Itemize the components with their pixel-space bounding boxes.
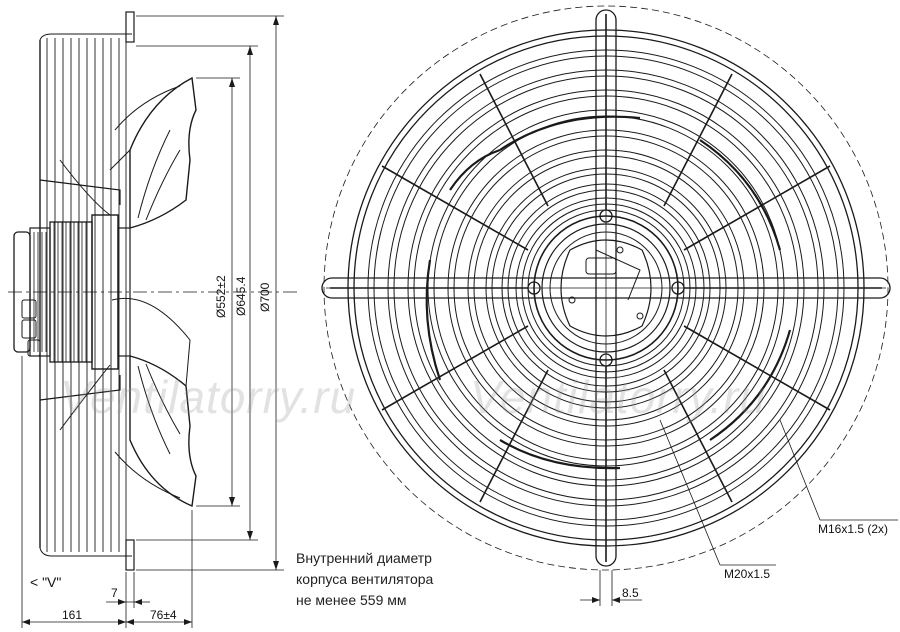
view-label: < "V": [30, 574, 62, 590]
watermark-left: Ventilatorry.ru: [60, 371, 357, 423]
note-line-2: корпуса вентилятора: [296, 571, 434, 587]
dim-161: 161: [62, 608, 83, 622]
watermark-right: Ventilatorry.ru: [470, 371, 767, 423]
label-m16: M16x1.5 (2x): [818, 522, 889, 536]
dim-76: 76±4: [150, 608, 177, 622]
dim-700: Ø700: [258, 282, 272, 312]
dim-8-5: 8.5: [622, 586, 639, 600]
label-m20: M20x1.5: [724, 567, 771, 581]
dim-552: Ø552±2: [214, 275, 228, 318]
front-view: [321, 5, 898, 606]
note-line-3: не менее 559 мм: [296, 592, 407, 608]
housing-note: Внутренний диаметр корпуса вентилятора н…: [296, 548, 433, 611]
dim-645: Ø645.4: [234, 276, 248, 316]
dim-7: 7: [111, 586, 118, 600]
side-view: [8, 11, 300, 628]
note-line-1: Внутренний диаметр: [296, 550, 432, 566]
